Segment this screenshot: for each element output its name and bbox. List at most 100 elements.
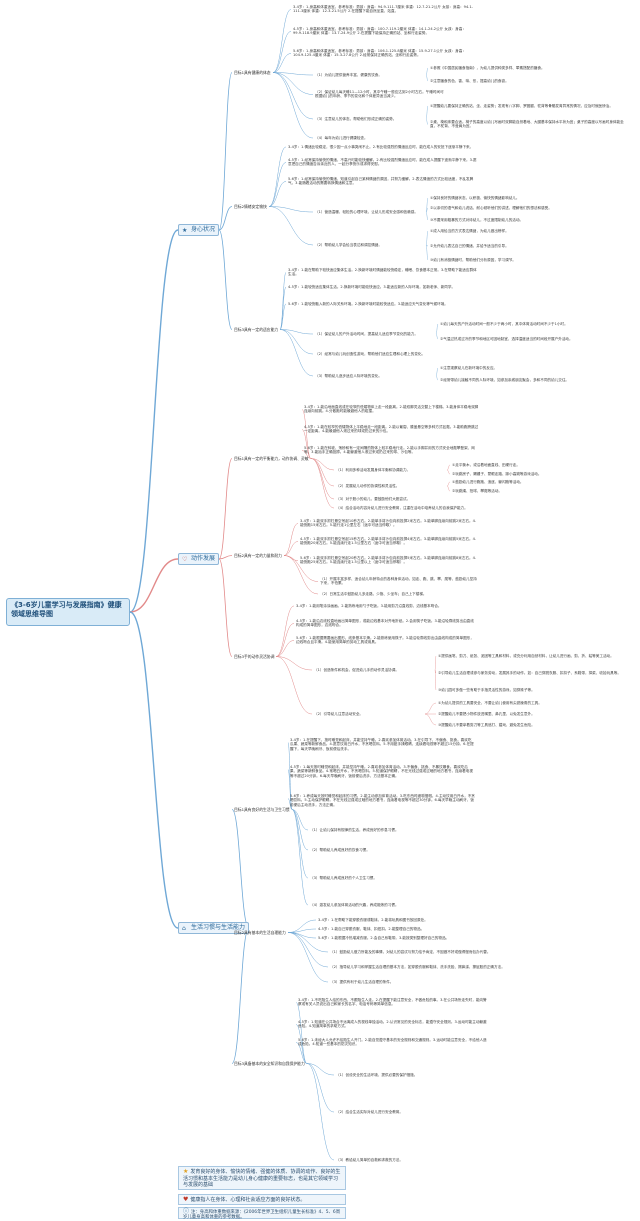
mindmap-root-title[interactable]: 《3-6岁儿童学习与发展指南》健康领域思维导图: [6, 598, 130, 626]
detail-5-6-age: 5-6岁：1.身高和体重适宜。参考标准：男孩：身高：106.1-125.8厘米 …: [293, 49, 466, 58]
detail-suggestion: （1）开展丰富多样、适合幼儿年龄特点的各种身体活动，如走、跑、跳、攀、爬等，鼓励…: [320, 577, 477, 586]
connector-line: [310, 458, 335, 509]
detail-sub: ②允许幼儿表达自己的情绪，并给予适当的引导。: [430, 244, 509, 248]
detail-3-4-age: 3-4岁：1.不吃陌生人给的东西，不跟陌生人走。2.在提醒下能注意安全，不做危险…: [298, 998, 487, 1007]
connector-line: [446, 481, 451, 487]
detail-suggestion: （2）保证幼儿每天睡11—12小时，其中午睡一般应达到2小时左右。午睡时间可根据…: [315, 90, 444, 99]
connector-line: [218, 558, 233, 657]
goal-strength-endurance[interactable]: 目标2具有一定的力量和耐力: [234, 553, 282, 558]
info-icon: ⓘ: [183, 1208, 190, 1215]
detail-sub: ①注意观察幼儿在新环境中的反应。: [440, 366, 498, 370]
connector-line: [275, 656, 313, 671]
detail-4-5-age: 4-5岁：1.能沿边线较直地画出简单图形，或能边线基本对齐地折纸。2.会用筷子吃…: [296, 619, 474, 628]
detail-3-4-age: 3-4岁：1.身高和体重适宜。参考标准：男孩：身高：94.9-111.7厘米 体…: [293, 5, 473, 14]
detail-suggestion: （1）保证幼儿的户外活动时间，提高幼儿适应季节变化的能力。: [315, 332, 418, 336]
connector-line: [275, 640, 295, 657]
connector-line: [218, 206, 233, 231]
connector-line: [446, 485, 451, 492]
connector-line: [287, 769, 293, 810]
branch-label: 生活习惯与生活能力: [191, 924, 246, 931]
summary-note[interactable]: ★发育良好的身体、愉快的情绪、强健的体质、协调的动作、良好的生活习惯和基本生活能…: [178, 1166, 346, 1190]
connector-line: [218, 229, 233, 330]
connector-line: [306, 1063, 335, 1161]
detail-4-5-age: 4-5岁：1.能较快适应集体生活。2.换新环境时能较快适应。3.能适应新的人际环…: [288, 285, 456, 289]
detail-4-5-age: 4-5岁：1.知道在公共场合不远离成人的视线单独活动。2.认识常见的安全标志，能…: [298, 1020, 487, 1029]
goal-hand-dexterity[interactable]: 目标3手的动作灵活协调: [234, 654, 275, 659]
detail-suggestion: （2）结合生活实际对幼儿进行安全教育。: [336, 1110, 403, 1114]
detail-5-6-age: 5-6岁：1.能较快融入新的人际关系环境。2.换新环境时能较快适应。3.能适应天…: [288, 302, 448, 306]
detail-sub: ②引导幼儿生活自理或参与家务劳动，发展其手的动作。如：自己穿脱衣服、扣扣子、系鞋…: [438, 671, 621, 675]
detail-sub: ③提醒幼儿不要拿着剪刀等工具追打、嬉戏，避免发生危险。: [438, 723, 535, 727]
connector-line: [295, 1042, 308, 1064]
detail-sub: ②气温过热或过冷的季节和地区可因地制宜，选择温度适当的时间段开展户外活动。: [440, 337, 573, 341]
connector-line: [279, 329, 314, 355]
detail-sub: ②玩跳绳、拍球、攀爬等活动。: [452, 489, 502, 493]
connector-line: [310, 458, 335, 487]
branch-physical-mental-status[interactable]: ★身心状况: [178, 224, 220, 236]
detail-sub: ③幼儿有消极情绪时，帮助他们分析原因，学习调节。: [430, 258, 516, 262]
connector-line: [425, 118, 429, 125]
detail-suggestion: （1）创造条件和机会，促进幼儿手的动作灵活协调。: [314, 668, 399, 672]
detail-sub: ①成人用恰当的方式表达情绪，为幼儿做出榜样。: [430, 229, 509, 233]
goal-healthy-posture[interactable]: 目标1具有健康的体态: [234, 70, 271, 75]
health-definition-note[interactable]: ♥健康指人在身体、心理和社会适应方面的良好状态。: [178, 1194, 346, 1205]
connector-line: [306, 1063, 335, 1113]
detail-5-6-age: 5-6岁：1.能双手抓杠悬空吊起20秒左右。2.能单手将沙包向前投掷5米左右。3…: [300, 556, 477, 565]
detail-suggestion: （1）为幼儿提供营养丰富、健康的饮食。: [315, 73, 382, 77]
connector-line: [275, 605, 295, 657]
detail-suggestion: （1）创设安全的生活环境，提供必要的保护措施。: [336, 1073, 418, 1077]
goal-safety-protection[interactable]: 目标3具备基本的安全知识和自我保护能力: [234, 1061, 305, 1066]
connector-line: [129, 611, 179, 929]
branch-label: 身心状况: [191, 226, 216, 233]
connector-line: [446, 469, 451, 475]
heart-icon: ♡: [182, 556, 188, 563]
detail-suggestion: （2）经常与幼儿玩创造性游戏，帮助他们适应生理和心理上的变化。: [315, 352, 426, 356]
connector-line: [425, 74, 429, 82]
branch-living-habits[interactable]: ⌂生活习惯与生活能力: [178, 922, 250, 934]
connector-line: [435, 367, 439, 377]
detail-3-4-age: 3-4岁：1.在帮助下能穿脱衣服或鞋袜。2.能将玩具和图书放回原处。: [318, 918, 428, 922]
detail-sub: ①鼓励幼儿进行跑跑、追逐、躲闪跑等活动。: [452, 480, 524, 484]
connector-line: [287, 932, 329, 983]
connector-line: [287, 919, 317, 933]
detail-suggestion: （4）激发幼儿参加体育活动的兴趣，养成锻炼的习惯。: [310, 903, 399, 907]
connector-line: [129, 558, 179, 613]
detail-sub: ②经常带幼儿接触不同的人际环境，如参加亲戚朋友聚会，多和不同的幼儿交往。: [440, 378, 570, 382]
detail-4-5-age: 4-5岁：1.经常保持愉快的情绪，不高兴时能较快缓解。2.有比较强烈情绪反应时，…: [288, 158, 477, 167]
goal-hygiene-habits[interactable]: 目标1具有良好的生活与卫生习惯: [234, 807, 290, 812]
connector-line: [272, 72, 314, 95]
detail-suggestion: （2）发展幼儿动作的协调性和灵活性。: [336, 484, 400, 488]
connector-line: [301, 409, 312, 459]
detail-sub: ①提醒幼儿要保持正确的站、坐、走姿势；发现有八字脚、罗圈腿、驼背等骨骼发育异常的…: [430, 104, 613, 108]
detail-suggestion: （2）帮助幼儿学会恰当表达和调控情绪。: [315, 243, 382, 247]
connector-line: [287, 798, 293, 810]
detail-3-4-age: 3-4岁：1.能沿地面直线或在较窄的低矮物体上走一段距离。2.能双脚灵活交替上下…: [304, 405, 479, 414]
connector-line: [434, 655, 437, 671]
connector-line: [268, 181, 287, 207]
branch-motor-development[interactable]: ♡动作发展: [178, 553, 220, 565]
detail-4-5-age: 4-5岁：1.能自己穿脱衣服、鞋袜、扣纽扣。2.能整理自己的物品。: [318, 927, 425, 931]
detail-suggestion: （3）帮助幼儿养成良好的个人卫生习惯。: [310, 876, 377, 880]
connector-line: [272, 72, 314, 139]
detail-suggestion: （2）引导幼儿注意活动安全。: [314, 712, 364, 716]
detail-suggestion: （3）提供有利于幼儿生活自理的条件。: [330, 980, 394, 984]
connector-line: [272, 31, 292, 73]
connector-line: [272, 72, 314, 76]
detail-sub: ②桌、椅和床要合适。椅子的高度以幼儿写画时双脚能自然着地、大腿基本保持水平状为宜…: [430, 120, 624, 129]
connector-line: [295, 1002, 308, 1064]
goal-self-care[interactable]: 目标2具有基本的生活自理能力: [234, 930, 286, 935]
connector-line: [435, 375, 439, 381]
detail-suggestion: （1）鼓励幼儿做力所能及的事情，对幼儿的尝试与努力给予肯定，不因做不好或做得慢而…: [330, 950, 491, 954]
connector-line: [301, 450, 312, 459]
detail-sub: ①保持良好的情绪状态，以积极、愉快的情绪影响幼儿。: [430, 196, 520, 200]
detail-sub: ①为幼儿提供的工具要安全，不要让幼儿使用有尖锐棱角的工具。: [438, 701, 542, 705]
connector-line: [268, 146, 287, 207]
connector-line: [272, 9, 292, 73]
connector-line: [425, 197, 429, 213]
goal-stable-emotion[interactable]: 目标2情绪安定愉快: [234, 204, 267, 209]
detail-5-6-age: 5-6岁：1.能根据需要画出图形，线条基本平滑。2.能熟练使用筷子。3.能沿轮廓…: [296, 636, 474, 645]
goal-adaptability[interactable]: 目标3具有一定的适应能力: [234, 327, 279, 332]
detail-3-4-age: 3-4岁：1.在提醒下，按时睡觉和起床，并能坚持午睡。2.喜欢参加体育活动。3.…: [290, 738, 474, 751]
goal-balance-coordination[interactable]: 目标1具有一定的平衡能力，动作协调、灵敏: [234, 456, 309, 461]
